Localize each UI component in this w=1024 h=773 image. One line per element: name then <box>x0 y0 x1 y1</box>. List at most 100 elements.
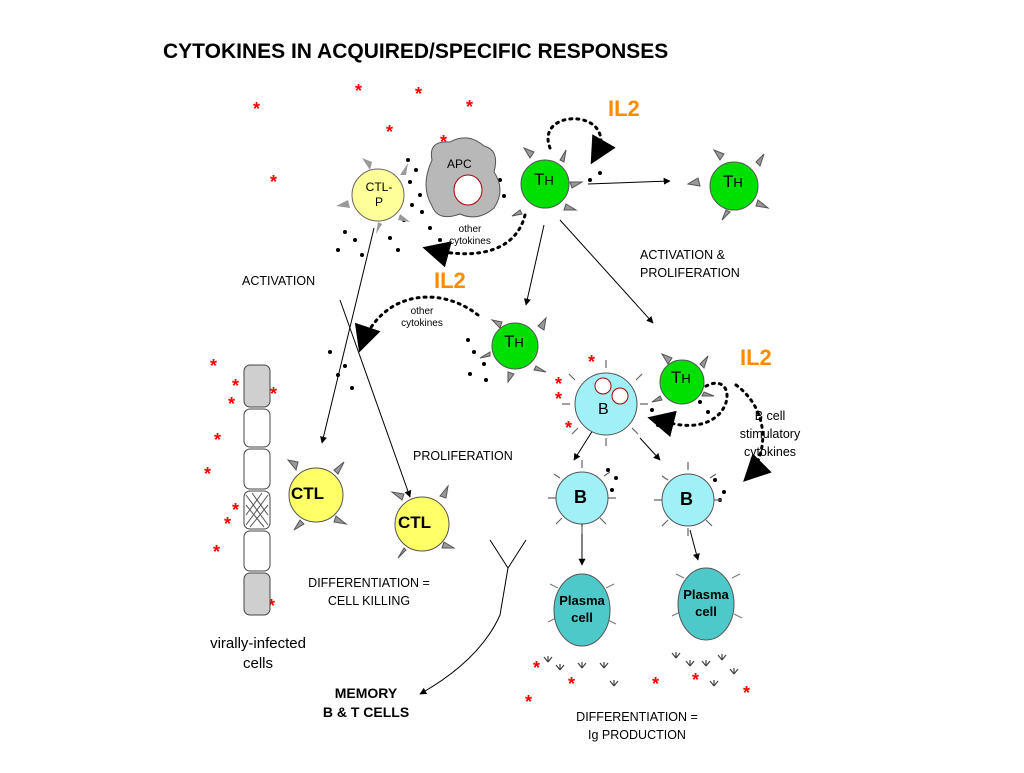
th-label-main: TH <box>534 170 554 190</box>
svg-text:*: * <box>214 430 221 450</box>
svg-text:*: * <box>232 376 239 396</box>
th-label-letter: T <box>723 172 734 191</box>
activation-proliferation-line1: ACTIVATION & <box>640 248 725 262</box>
th-label-subscript: H <box>733 175 743 190</box>
dotted-arrows <box>354 117 772 482</box>
b-cell-stimulatory-line2: stimulatory <box>739 427 801 441</box>
svg-text:*: * <box>533 658 540 678</box>
svg-text:*: * <box>270 172 277 192</box>
b-cell-stimulatory-line1: B cell <box>754 409 786 423</box>
svg-text:*: * <box>743 683 750 703</box>
plasma-cell-left <box>553 573 611 647</box>
th-label-letter: T <box>671 368 682 387</box>
th-label-mid: TH <box>504 332 524 352</box>
activation-proliferation-label: ACTIVATION & PROLIFERATION <box>640 246 740 282</box>
svg-text:*: * <box>565 418 572 438</box>
memory-cells-line1: MEMORY <box>334 685 398 701</box>
dotted-th-to-b <box>647 381 729 437</box>
other-cytokines-mid-line1: other <box>410 306 434 317</box>
apc-label: APC <box>447 157 472 171</box>
virally-infected-label: virally-infected cells <box>196 634 320 674</box>
svg-text:*: * <box>270 384 277 404</box>
svg-text:*: * <box>568 674 575 694</box>
dotted-bcell-stim <box>734 383 772 482</box>
th-label-lower: TH <box>671 368 691 388</box>
ctl-cell-right <box>394 496 450 552</box>
arrow-th-to-th-mid <box>523 224 545 306</box>
arrow-b-to-b-left <box>573 429 594 461</box>
plasma-label-line2: cell <box>571 610 593 625</box>
antibodies <box>543 652 739 687</box>
b-cell-left <box>555 471 609 525</box>
svg-text:*: * <box>386 122 393 142</box>
differentiation-killing-line1: DIFFERENTIATION = <box>308 576 430 590</box>
svg-text:*: * <box>525 692 532 712</box>
svg-text:*: * <box>224 514 231 534</box>
other-cytokines-mid-line2: cytokines <box>401 318 443 329</box>
activation-proliferation-line2: PROLIFERATION <box>640 266 740 280</box>
ctl-p-label-line1: CTL- <box>365 180 393 194</box>
svg-text:*: * <box>228 394 235 414</box>
ctl-label-right: CTL <box>398 513 432 532</box>
b-cells <box>548 360 722 536</box>
b-cell-stimulatory-line3: cytokines <box>743 445 797 459</box>
virally-infected-line1: virally-infected <box>210 635 306 652</box>
ctl-cell-left <box>288 467 344 523</box>
flow-arrows <box>320 177 700 694</box>
arrow-ctlp-to-ctl-mid <box>339 299 412 498</box>
ctl-cells <box>286 459 456 559</box>
differentiation-killing-line2: CELL KILLING <box>327 594 411 608</box>
dotted-cytokines-th-mid <box>354 295 480 353</box>
th-label-subscript: H <box>544 173 554 188</box>
th-cells <box>479 146 770 405</box>
b-cell-right <box>661 473 715 527</box>
svg-text:*: * <box>555 389 562 409</box>
plasma-label-line1: Plasma <box>683 587 729 602</box>
svg-text:*: * <box>652 674 659 694</box>
plasma-label-left: Plasma cell <box>550 592 614 626</box>
apc-cell <box>425 137 501 218</box>
svg-text:*: * <box>232 500 239 520</box>
virally-infected-cells <box>243 364 271 616</box>
th-label-subscript: H <box>514 335 524 350</box>
svg-text:*: * <box>253 99 260 119</box>
th-cell-main <box>520 159 570 209</box>
svg-text:*: * <box>268 596 275 616</box>
b-label-activated: B <box>598 401 609 418</box>
svg-text:*: * <box>210 356 217 376</box>
healthy-cell-1 <box>243 408 271 448</box>
differentiation-killing-label: DIFFERENTIATION = CELL KILLING <box>284 574 454 610</box>
page-title: CYTOKINES IN ACQUIRED/SPECIFIC RESPONSES <box>163 40 669 63</box>
differentiation-ig-label: DIFFERENTIATION = Ig PRODUCTION <box>548 708 726 744</box>
svg-text:*: * <box>204 464 211 484</box>
ctl-p-label: CTL- P <box>362 180 396 210</box>
memory-cells-line2: B & T CELLS <box>322 704 410 720</box>
arrow-th-to-th-right <box>587 177 671 185</box>
healthy-cell-3 <box>243 530 271 572</box>
b-label-left: B <box>574 487 587 507</box>
plasma-label-right: Plasma cell <box>674 586 738 620</box>
plasma-cells <box>547 567 743 647</box>
arrow-b-to-plasma-right <box>689 529 700 561</box>
th-label-letter: T <box>534 170 545 189</box>
th-label-right: TH <box>723 172 743 192</box>
cytokine-dots <box>328 158 726 502</box>
b-cell-stimulatory-label: B cell stimulatory cytokines <box>724 407 816 461</box>
other-cytokines-upper-line1: other <box>458 224 482 235</box>
differentiation-ig-line2: Ig PRODUCTION <box>588 728 686 742</box>
arrow-b-to-b-right <box>639 437 661 461</box>
proliferation-label: PROLIFERATION <box>413 449 513 463</box>
svg-text:*: * <box>466 97 473 117</box>
il2-label-right: IL2 <box>740 345 772 370</box>
ctl-p-label-line2: P <box>374 195 383 209</box>
activation-label: ACTIVATION <box>242 274 316 288</box>
other-cytokines-upper-line2: cytokines <box>449 236 491 247</box>
svg-text:*: * <box>415 84 422 104</box>
svg-text:*: * <box>588 352 595 372</box>
svg-text:*: * <box>355 81 362 101</box>
th-cell-proliferated <box>709 161 759 211</box>
healthy-cell-2 <box>243 448 271 490</box>
arrow-ctlp-to-ctl-left <box>320 227 375 444</box>
arrow-th-to-th-lower <box>559 219 654 324</box>
